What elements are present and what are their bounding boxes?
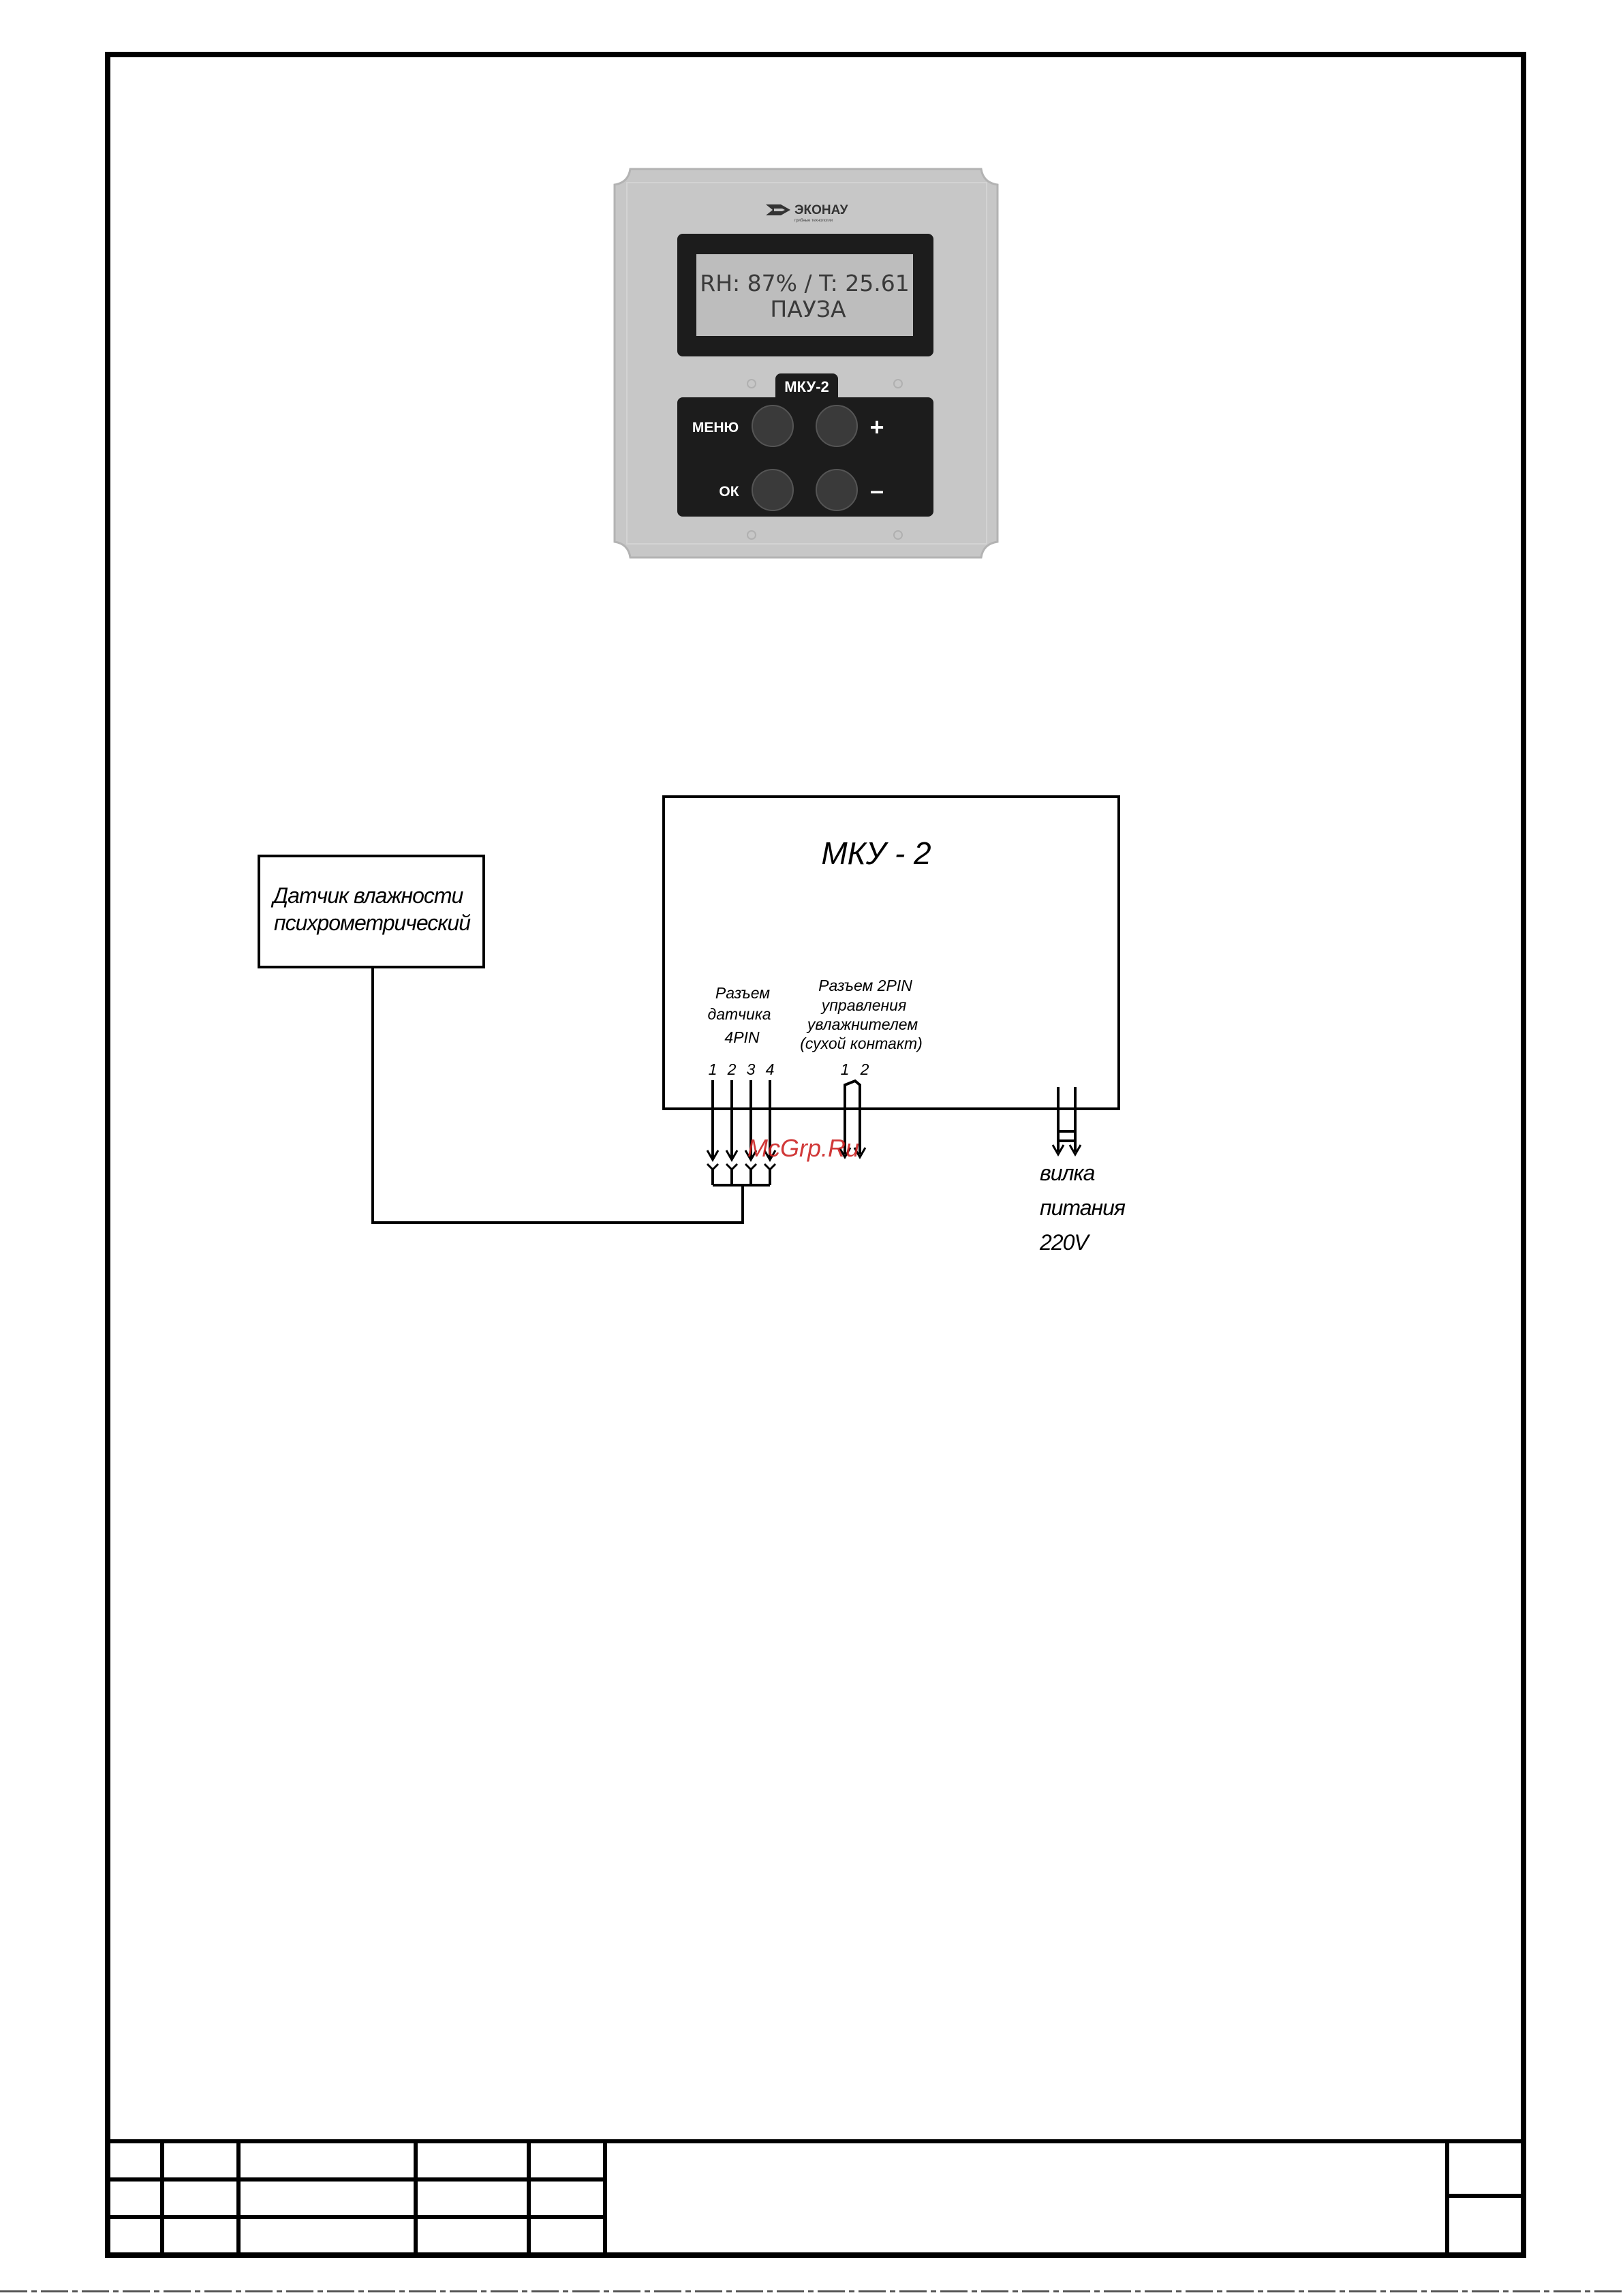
plus-button-label: +	[869, 413, 884, 441]
brand-tagline: грибные технологии	[794, 219, 833, 223]
display-line-1: RH: 87% / T: 25.61	[700, 270, 909, 296]
sensor-pin-3: 3	[747, 1060, 756, 1078]
sensor-connector-label: Разъем	[715, 984, 770, 1002]
humidifier-connector-label: увлажнителем	[806, 1015, 918, 1033]
model-tab-label: МКУ-2	[784, 378, 829, 395]
diagram-labels: МКУ - 2 Датчик влажности психрометрическ…	[271, 836, 1126, 1255]
sensor-pin-4: 4	[766, 1060, 775, 1078]
sensor-label-line1: Датчик влажности	[271, 883, 464, 908]
wiring-diagram	[259, 797, 1119, 1223]
device-panel: ЭКОНАУ грибные технологии RH: 87% / T: 2…	[615, 169, 998, 557]
controller-title: МКУ - 2	[821, 836, 931, 871]
sensor-label-line2: психрометрический	[274, 910, 471, 935]
power-plug-label: 220V	[1039, 1230, 1090, 1255]
sensor-pin-1: 1	[709, 1060, 717, 1078]
title-block	[108, 2141, 1524, 2255]
sensor-pin-2: 2	[727, 1060, 737, 1078]
menu-button-label: МЕНЮ	[692, 420, 739, 435]
humidifier-pin-2: 2	[860, 1060, 869, 1078]
power-plug-label: питания	[1040, 1195, 1126, 1220]
power-plug-icon	[1053, 1087, 1081, 1154]
watermark: McGrp.Ru	[747, 1134, 859, 1162]
sensor-connector-label: датчика	[707, 1005, 771, 1023]
sensor-connector-label: 4PIN	[724, 1028, 760, 1046]
sensor-cable	[373, 967, 743, 1223]
brand-name: ЭКОНАУ	[794, 203, 848, 217]
ok-button-label: ОК	[719, 484, 739, 500]
ok-button[interactable]	[752, 470, 793, 510]
menu-button[interactable]	[752, 405, 793, 446]
power-plug-label: вилка	[1040, 1161, 1095, 1185]
keypad-area	[677, 397, 933, 517]
humidifier-connector-label: Разъем 2PIN	[818, 977, 912, 994]
humidifier-connector-label: управления	[820, 996, 906, 1014]
humidifier-pin-1: 1	[841, 1060, 850, 1078]
sensor-connector-pins	[707, 1080, 775, 1185]
minus-button-label: –	[870, 476, 884, 504]
minus-button[interactable]	[816, 470, 857, 510]
display-line-2: ПАУЗА	[770, 296, 846, 322]
humidifier-connector-label: (сухой контакт)	[800, 1035, 923, 1052]
plus-button[interactable]	[816, 405, 857, 446]
